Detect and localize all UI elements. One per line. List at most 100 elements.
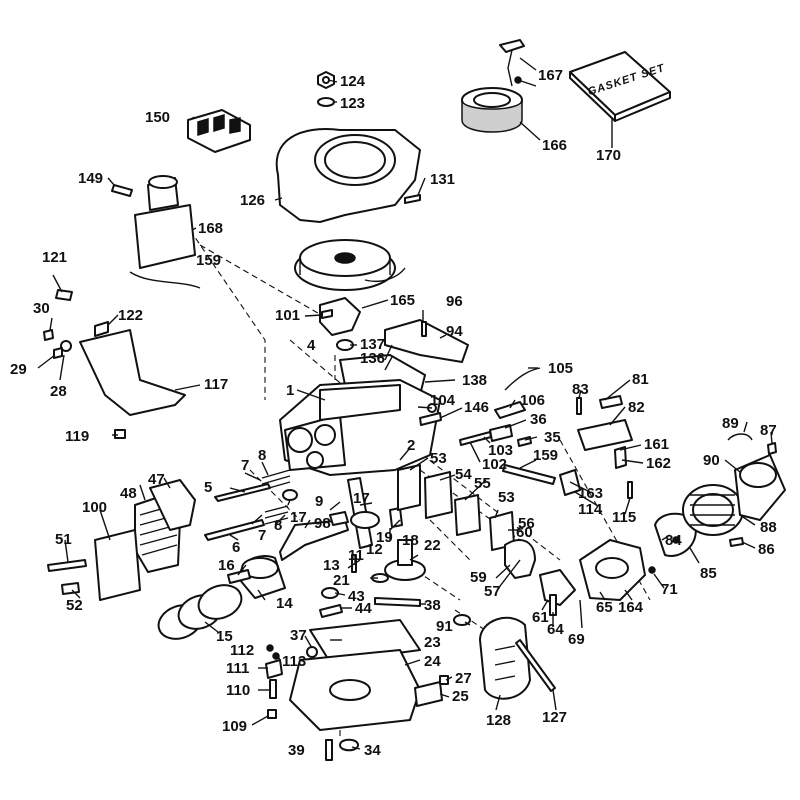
callout-14: 14 — [276, 595, 293, 612]
carburetor-bowl-part — [595, 557, 629, 579]
throttle-bracket-part — [577, 419, 633, 451]
breather-part — [384, 319, 469, 363]
callout-55: 55 — [474, 475, 491, 492]
callout-53-b: 53 — [498, 489, 515, 506]
camshaft-gear-part — [384, 539, 426, 581]
nut-part — [317, 71, 335, 89]
starter-wire-part — [129, 271, 201, 289]
callout-128: 128 — [486, 712, 511, 729]
piston-part — [238, 555, 286, 599]
callout-25: 25 — [452, 688, 469, 705]
intake-elbow-part — [504, 539, 536, 579]
governor-link-part — [504, 367, 541, 391]
intake-valve-part — [214, 483, 271, 502]
recoil-starter-part — [682, 484, 744, 536]
crankshaft-part — [347, 477, 380, 549]
callout-47: 47 — [148, 471, 165, 488]
callout-166: 166 — [542, 137, 567, 154]
lever-spring-part — [419, 412, 442, 426]
callout-8-b: 8 — [274, 517, 282, 534]
lever-clamp-part — [489, 424, 513, 442]
callout-165: 165 — [390, 292, 415, 309]
gasket-set-box-part: GASKET SET — [569, 51, 671, 122]
air-cleaner-cover-part — [479, 616, 531, 700]
callout-9: 9 — [315, 493, 323, 510]
valve-spring-small-part — [272, 652, 280, 660]
fuel-valve-stem-part — [269, 679, 277, 699]
long-bolt-part — [55, 289, 73, 301]
base-bolt-part — [374, 597, 421, 607]
callout-85: 85 — [700, 565, 717, 582]
exhaust-nut-part — [61, 582, 80, 595]
fuel-fitting-part — [549, 594, 557, 616]
callout-1: 1 — [286, 382, 294, 399]
callout-17-b: 17 — [290, 509, 307, 526]
air-filter-element-part — [461, 87, 523, 133]
callout-6: 6 — [232, 539, 240, 556]
callout-4: 4 — [307, 337, 316, 354]
callout-127: 127 — [542, 709, 567, 726]
callout-88: 88 — [760, 519, 777, 536]
callout-126: 126 — [240, 192, 265, 209]
callout-109: 109 — [222, 718, 247, 735]
valve-spring-part — [261, 469, 291, 525]
oil-plate-part — [414, 681, 443, 707]
callout-113: 113 — [282, 653, 306, 670]
callout-15: 15 — [216, 628, 233, 645]
callout-89: 89 — [722, 415, 739, 432]
callout-163: 163 — [578, 485, 603, 502]
callout-150: 150 — [145, 109, 170, 126]
guard-bottom-screw-part — [114, 429, 126, 439]
callout-17-a: 17 — [353, 490, 370, 507]
callout-24: 24 — [424, 653, 441, 670]
callout-51: 51 — [55, 531, 72, 548]
flywheel-part — [294, 239, 396, 291]
callout-98: 98 — [314, 515, 331, 532]
carb-adapter-part — [539, 569, 576, 606]
guard-screw-part — [43, 329, 54, 341]
callout-11: 11 — [348, 547, 364, 564]
callout-137: 137 — [360, 336, 385, 353]
callout-159-a: 159 — [196, 252, 221, 269]
callout-29: 29 — [10, 361, 27, 378]
callout-48: 48 — [120, 485, 137, 502]
callout-117: 117 — [204, 376, 228, 393]
housing-screw-part — [404, 194, 421, 204]
callout-115: 115 — [612, 509, 636, 526]
callout-96: 96 — [446, 293, 463, 310]
cylinder-block-part — [279, 379, 441, 476]
callout-28: 28 — [50, 383, 67, 400]
callout-91: 91 — [436, 618, 453, 635]
starter-rope-part — [727, 433, 753, 441]
link-screw-part — [627, 481, 633, 499]
exhaust-stud-part — [47, 559, 87, 572]
callout-36: 36 — [530, 411, 547, 428]
callout-52: 52 — [66, 597, 83, 614]
intake-gasket-part — [397, 464, 421, 511]
carb-screw-part — [648, 566, 656, 574]
base-screw-part — [325, 739, 333, 761]
callout-19: 19 — [376, 529, 393, 546]
callout-16: 16 — [218, 557, 235, 574]
callout-7-a: 7 — [241, 457, 249, 474]
callout-56: 56 — [518, 515, 535, 532]
callout-106: 106 — [520, 392, 545, 409]
reed-valve-part — [454, 494, 481, 536]
tappet-part — [389, 507, 403, 528]
starter-screw-part — [767, 442, 777, 455]
crankcase-base-part — [289, 649, 421, 731]
filter-cover-handle-part — [499, 39, 525, 87]
callout-30: 30 — [33, 300, 50, 317]
terminal-block-part — [187, 109, 251, 153]
starter-mount-screw-part — [729, 537, 744, 547]
callout-57: 57 — [484, 583, 501, 600]
governor-rod-part — [459, 431, 492, 446]
callout-37: 37 — [290, 627, 307, 644]
callout-18: 18 — [402, 532, 419, 549]
choke-link-part — [599, 395, 623, 409]
guard-clip-part — [94, 321, 109, 337]
callout-123: 123 — [340, 95, 365, 112]
callout-101: 101 — [275, 307, 300, 324]
callout-124: 124 — [340, 73, 366, 90]
governor-shaft-part — [319, 604, 343, 618]
